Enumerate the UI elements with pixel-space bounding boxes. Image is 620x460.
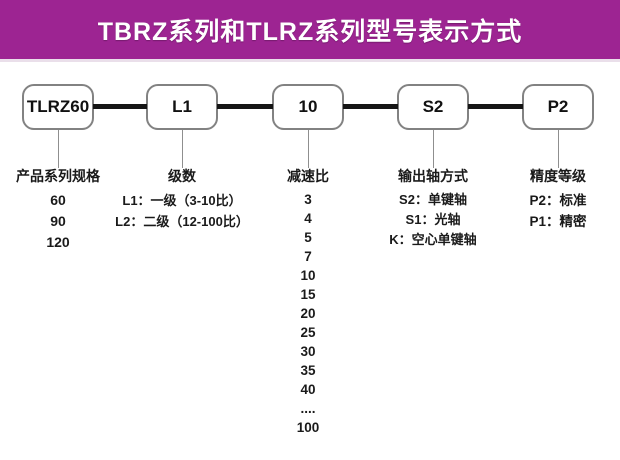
connector-line — [93, 104, 147, 109]
column-item: P2：标准 — [529, 193, 587, 208]
drop-line — [308, 130, 309, 168]
drop-line — [58, 130, 59, 168]
connector-line — [343, 104, 398, 109]
column-item: 25 — [300, 325, 316, 340]
column-item: L1：一级（3-10比） — [122, 193, 242, 208]
model-box-label: L1 — [172, 97, 192, 116]
column-heading: 减速比 — [287, 168, 329, 184]
model-box-precision: P2 — [522, 84, 594, 130]
column-heading: 输出轴方式 — [398, 168, 468, 184]
column-item: 5 — [304, 230, 312, 245]
model-box-label: S2 — [422, 97, 444, 116]
column-heading: 级数 — [168, 168, 196, 184]
model-box-stages: L1 — [146, 84, 218, 130]
model-box-ratio: 10 — [272, 84, 344, 130]
column-item: 35 — [300, 363, 316, 378]
column-item: 3 — [304, 192, 312, 207]
column-item: 20 — [300, 306, 316, 321]
model-box-label: TLRZ60 — [26, 97, 90, 116]
title-bar: TBRZ系列和TLRZ系列型号表示方式 — [0, 0, 620, 62]
column-item: 60 — [50, 192, 66, 208]
page-title: TBRZ系列和TLRZ系列型号表示方式 — [97, 17, 523, 46]
column-item: 40 — [300, 382, 316, 397]
column-stages: 级数 L1：一级（3-10比） L2：二级（12-100比） — [92, 168, 272, 232]
column-item: 30 — [300, 344, 316, 359]
connector-line — [468, 104, 523, 109]
column-item: 4 — [304, 211, 312, 226]
column-precision-grade: 精度等级 P2：标准 P1：精密 — [498, 168, 618, 232]
model-box-shaft: S2 — [397, 84, 469, 130]
column-item: 15 — [300, 287, 316, 302]
model-box-series: TLRZ60 — [22, 84, 94, 130]
column-item: 10 — [300, 268, 316, 283]
column-heading: 产品系列规格 — [16, 168, 100, 184]
column-heading: 精度等级 — [530, 168, 586, 184]
column-item: S2：单键轴 — [399, 192, 467, 207]
column-item: .... — [300, 401, 316, 416]
drop-line — [558, 130, 559, 168]
column-item: 100 — [296, 420, 320, 435]
column-item: P1：精密 — [529, 214, 587, 229]
model-box-label: 10 — [298, 97, 318, 116]
column-item: 7 — [304, 249, 312, 264]
column-item: 120 — [46, 234, 70, 250]
column-reduction-ratio: 减速比 3 4 5 7 10 15 20 25 30 35 40 .... 10… — [253, 168, 363, 437]
column-product-series: 产品系列规格 60 90 120 — [3, 168, 113, 253]
column-item: S1：光轴 — [405, 212, 461, 227]
connector-line — [217, 104, 273, 109]
model-box-label: P2 — [547, 97, 569, 116]
drop-line — [433, 130, 434, 168]
column-item: 90 — [50, 213, 66, 229]
column-item: K：空心单键轴 — [389, 232, 477, 247]
column-item: L2：二级（12-100比） — [115, 214, 249, 229]
drop-line — [182, 130, 183, 168]
column-output-shaft: 输出轴方式 S2：单键轴 S1：光轴 K：空心单键轴 — [358, 168, 508, 250]
